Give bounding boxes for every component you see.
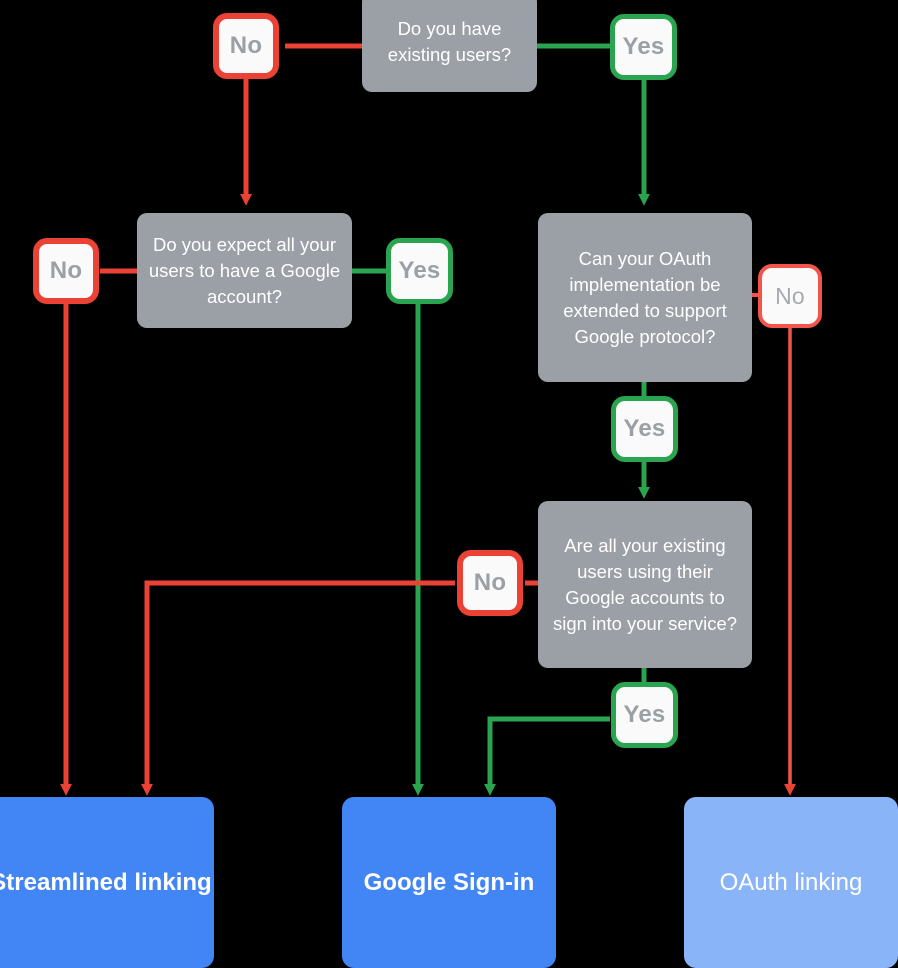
branch-pill-label: No: [775, 282, 805, 309]
branch-pill-label: Yes: [398, 257, 441, 284]
branch-pill-no-oauth-extendable[interactable]: No: [758, 264, 822, 328]
branch-pill-yes-oauth-extendable[interactable]: Yes: [611, 396, 678, 462]
result-box-streamlined-linking[interactable]: Streamlined linking: [0, 797, 214, 968]
result-box-oauth-linking[interactable]: OAuth linking: [684, 797, 898, 968]
branch-pill-label: Yes: [623, 701, 666, 728]
branch-pill-label: No: [473, 569, 507, 596]
branch-pill-yes-existing-google-accounts[interactable]: Yes: [611, 682, 678, 748]
branch-pill-no-google-account[interactable]: No: [33, 238, 99, 304]
question-box-google-account: Do you expect all your users to have a G…: [137, 213, 352, 328]
wire-yes4-to-google-signin: [484, 716, 610, 796]
branch-pill-label: No: [49, 257, 83, 284]
branch-pill-label: Yes: [623, 415, 666, 442]
branch-pill-no-existing-google-accounts[interactable]: No: [457, 550, 523, 616]
branch-pill-yes-existing-users[interactable]: Yes: [610, 14, 677, 80]
result-box-google-signin[interactable]: Google Sign-in: [342, 797, 556, 968]
branch-pill-yes-google-account[interactable]: Yes: [386, 238, 453, 304]
question-box-existing-google-accounts: Are all your existing users using their …: [538, 501, 752, 668]
branch-pill-no-existing-users[interactable]: No: [213, 13, 279, 79]
wire-no4-to-streamlined: [141, 580, 455, 796]
question-box-oauth-extendable: Can your OAuth implementation be extende…: [538, 213, 752, 382]
branch-pill-label: No: [229, 32, 263, 59]
branch-pill-label: Yes: [622, 33, 665, 60]
question-box-existing-users: Do you have existing users?: [362, 0, 537, 92]
